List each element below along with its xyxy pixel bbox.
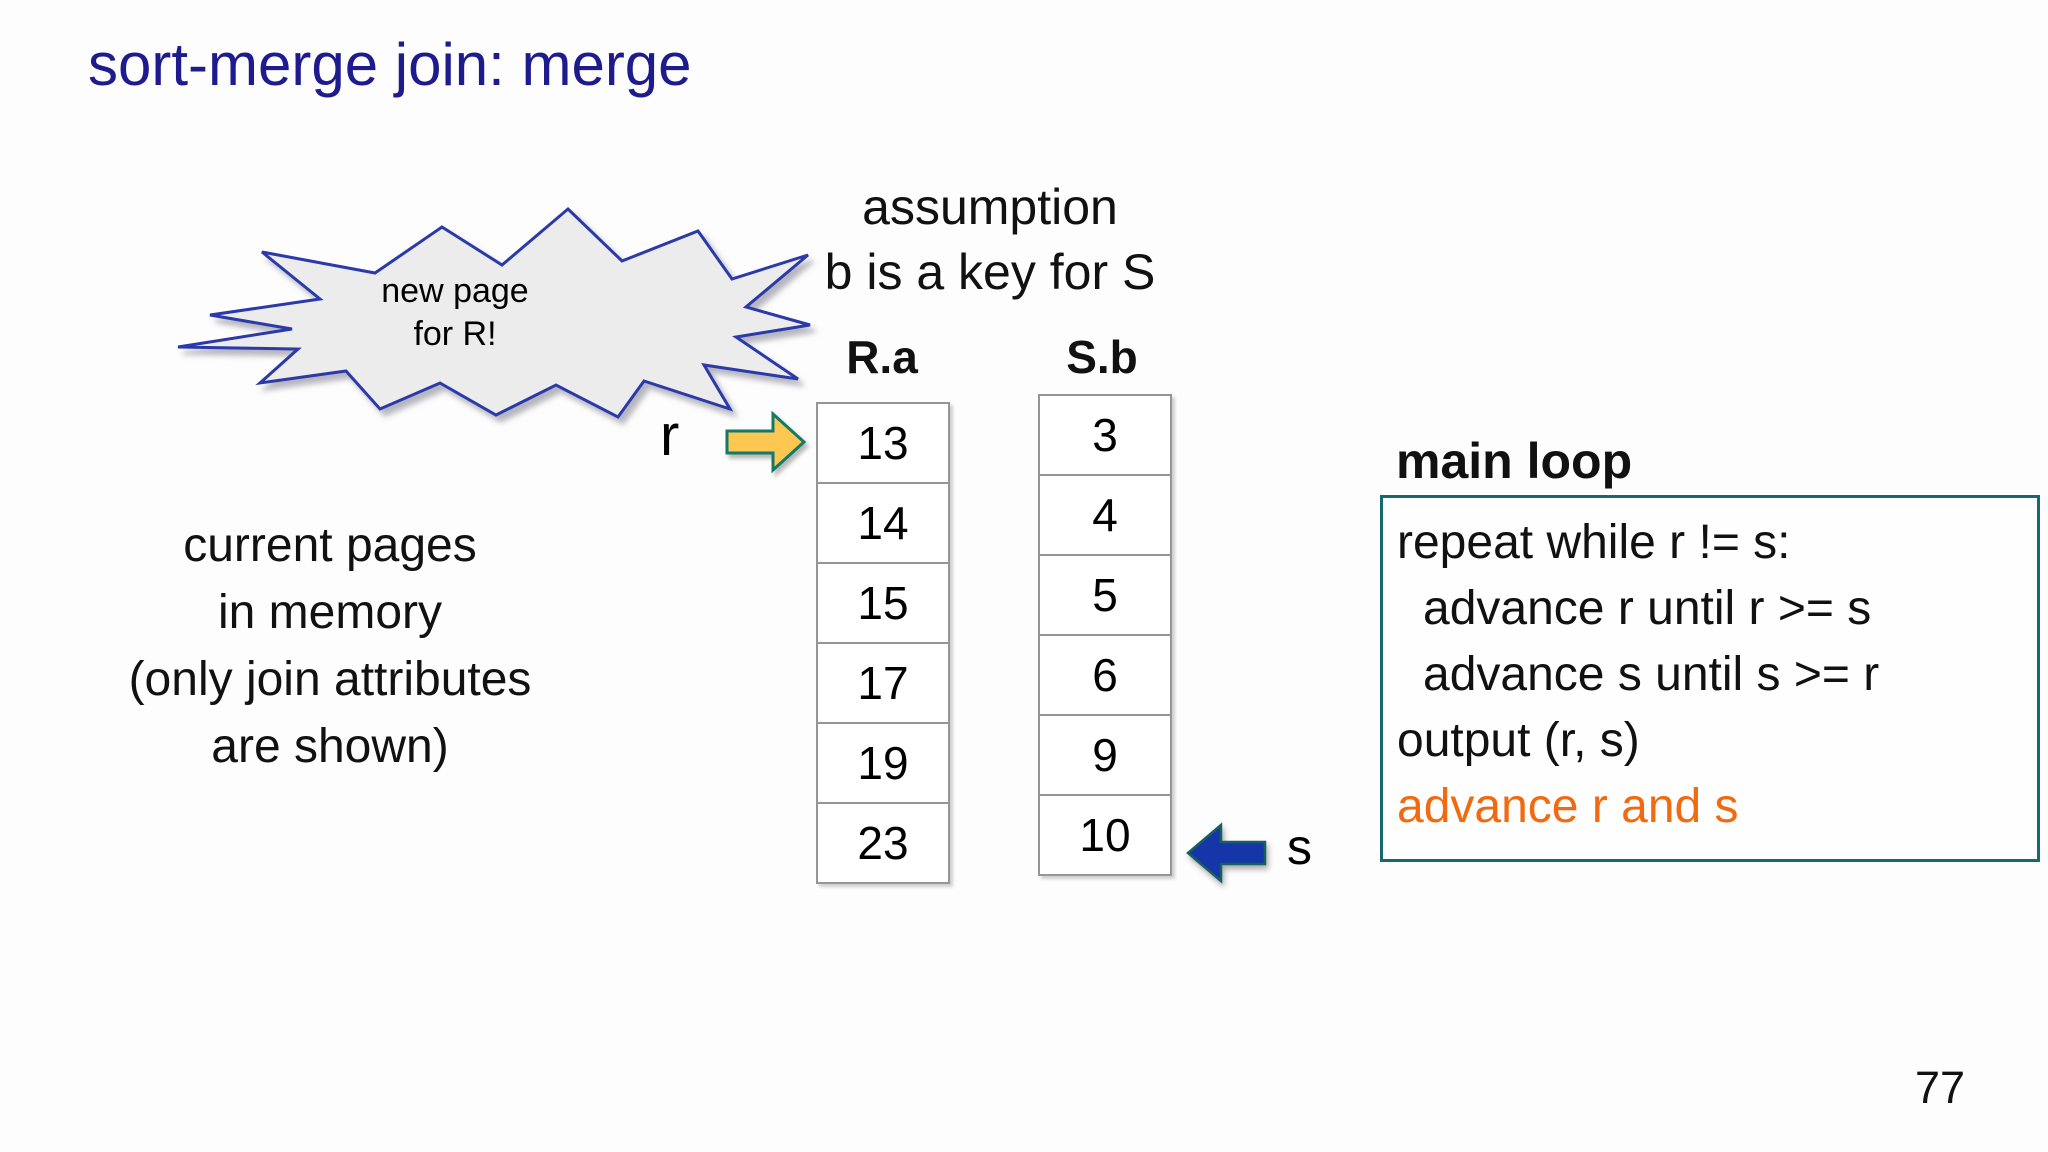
callout-text: new page for R! [310,270,600,356]
table-r: 13 14 15 17 19 23 [816,402,950,884]
table-s-cell: 4 [1040,474,1170,554]
page-number: 77 [1914,1062,1966,1113]
page-title: sort-merge join: merge [88,31,692,98]
code-line: output (r, s) [1397,714,1640,767]
memory-note: current pages in memory (only join attri… [85,512,575,780]
right-arrow-icon [725,410,807,474]
main-loop-title: main loop [1396,433,1633,489]
table-r-cell: 15 [818,562,948,642]
table-r-cell: 23 [818,802,948,882]
table-r-header: R.a [846,331,918,383]
table-r-cell: 19 [818,722,948,802]
table-r-cell: 14 [818,482,948,562]
table-s-cell: 3 [1092,409,1118,461]
memory-note-line: current pages [183,519,477,572]
table-r-cell: 17 [818,642,948,722]
code-line: advance s until s >= r [1423,648,1880,701]
code-line: repeat while r != s: [1397,516,1791,569]
pointer-s-label: s [1287,819,1312,875]
callout-line-1: new page [381,272,529,310]
table-s-header: S.b [1066,331,1138,383]
table-s: 3 4 5 6 9 10 [1038,394,1172,876]
table-s-cell: 5 [1040,554,1170,634]
table-r-cell: 13 [857,417,909,469]
assumption-subheading: b is a key for S [824,244,1156,300]
main-loop-box: repeat while r != s: advance r until r >… [1380,495,2040,862]
callout-line-2: for R! [413,315,497,353]
memory-note-line: in memory [217,586,443,639]
memory-note-line: (only join attributes [128,653,532,706]
code-line-highlighted: advance r and s [1397,780,1739,833]
code-line: advance r until r >= s [1423,582,1872,635]
table-s-cell: 9 [1040,714,1170,794]
starburst-shape [177,206,811,419]
pointer-r-label: r [660,403,680,468]
table-s-cell: 10 [1040,794,1170,874]
left-arrow-icon [1186,822,1267,884]
assumption-heading: assumption [862,179,1118,235]
table-s-cell: 6 [1040,634,1170,714]
starburst-polygon [177,206,811,419]
memory-note-line: are shown) [211,720,449,773]
